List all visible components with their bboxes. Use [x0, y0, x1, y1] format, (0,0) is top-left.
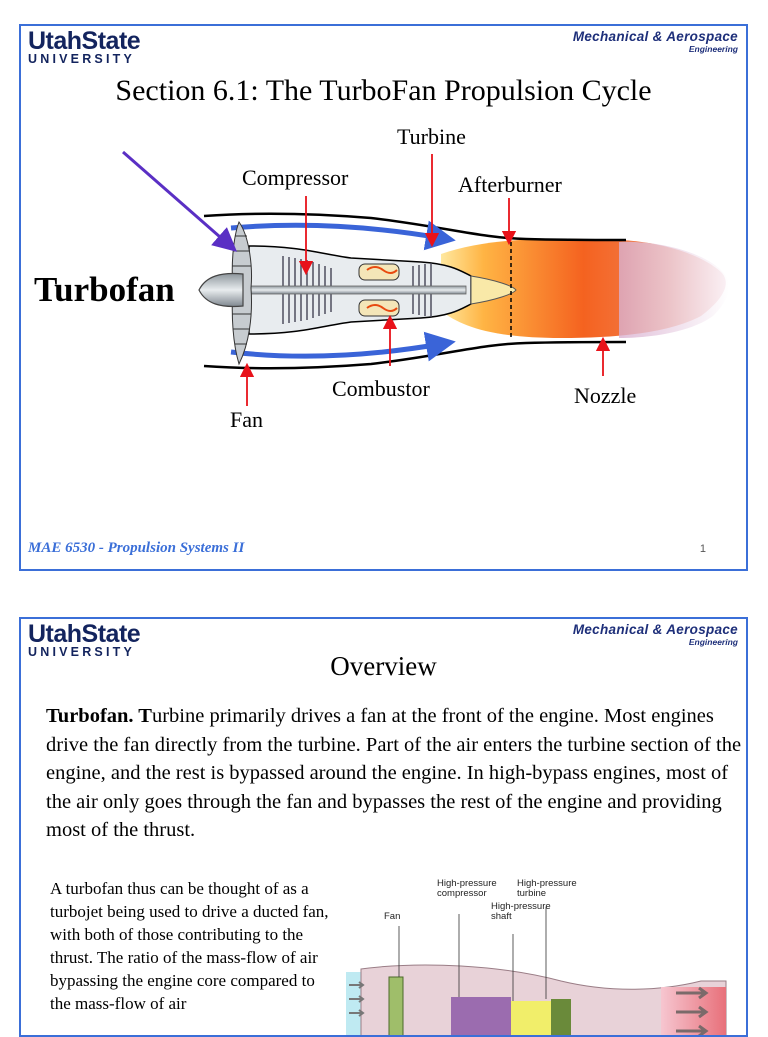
slide-title: Section 6.1: The TurboFan Propulsion Cyc… — [115, 74, 652, 107]
logo-wordmark: UtahState — [28, 620, 141, 648]
spinner-cone — [198, 272, 244, 308]
inlet-arrow — [122, 150, 238, 252]
compressor-label: Compressor — [242, 165, 349, 190]
turbine-label: Turbine — [397, 124, 466, 149]
figure-label-fan: Fan — [384, 911, 401, 922]
fan-disc — [388, 976, 404, 1035]
department-name: Mechanical & Aerospace — [572, 29, 738, 44]
combustor-block — [511, 1001, 551, 1035]
logo-subtitle: UNIVERSITY — [28, 645, 136, 659]
logo-wordmark: UtahState — [28, 27, 141, 55]
paragraph-body: urbine primarily drives a fan at the fro… — [46, 705, 742, 842]
bypass-arrow-top — [230, 220, 456, 251]
figure-label-hp-shaft: High-pressure shaft — [491, 901, 551, 922]
fan-label: Fan — [230, 407, 263, 432]
course-footer: MAE 6530 - Propulsion Systems II — [28, 540, 245, 556]
department-logo: Mechanical & Aerospace Engineering — [573, 30, 738, 53]
figure-label-hp-compressor: High-pressure compressor — [437, 878, 497, 899]
department-sub: Engineering — [688, 43, 738, 54]
combustor-chamber-lower — [358, 299, 400, 317]
page-number: 1 — [699, 543, 706, 555]
combustor-label: Combustor — [332, 376, 430, 401]
turbofan-cutaway-figure: Fan High-pressure compressor High-pressu… — [341, 869, 741, 1035]
turbine-block — [551, 999, 571, 1035]
slide-1: UtahState UNIVERSITY Mechanical & Aerosp… — [19, 24, 748, 571]
afterburner-label: Afterburner — [458, 172, 562, 197]
usu-logo: UtahState UNIVERSITY — [28, 620, 141, 659]
engine-shaft — [250, 285, 467, 295]
figure-label-hp-turbine: High-pressure turbine — [517, 878, 577, 899]
cutaway-svg — [341, 869, 741, 1035]
usu-logo: UtahState UNIVERSITY — [28, 27, 141, 66]
turbofan-description: A turbofan thus can be thought of as a t… — [50, 879, 329, 1013]
logo-subtitle: UNIVERSITY — [28, 52, 136, 66]
department-sub: Engineering — [688, 636, 738, 647]
slide-2: UtahState UNIVERSITY Mechanical & Aerosp… — [19, 617, 748, 1037]
turbofan-label: Turbofan — [34, 270, 175, 309]
compressor-block — [451, 997, 511, 1035]
nozzle-label: Nozzle — [574, 383, 637, 408]
tail-cone — [470, 275, 517, 305]
turbofan-diagram — [122, 150, 729, 406]
exhaust-fringe — [619, 241, 729, 338]
department-logo: Mechanical & Aerospace Engineering — [573, 623, 738, 646]
department-name: Mechanical & Aerospace — [572, 622, 738, 637]
overview-paragraph: Turbofan. Turbine primarily drives a fan… — [46, 702, 746, 845]
slide-title: Overview — [330, 651, 437, 681]
bypass-arrow-bottom — [230, 331, 456, 362]
paragraph-lead: Turbofan. T — [46, 705, 152, 727]
